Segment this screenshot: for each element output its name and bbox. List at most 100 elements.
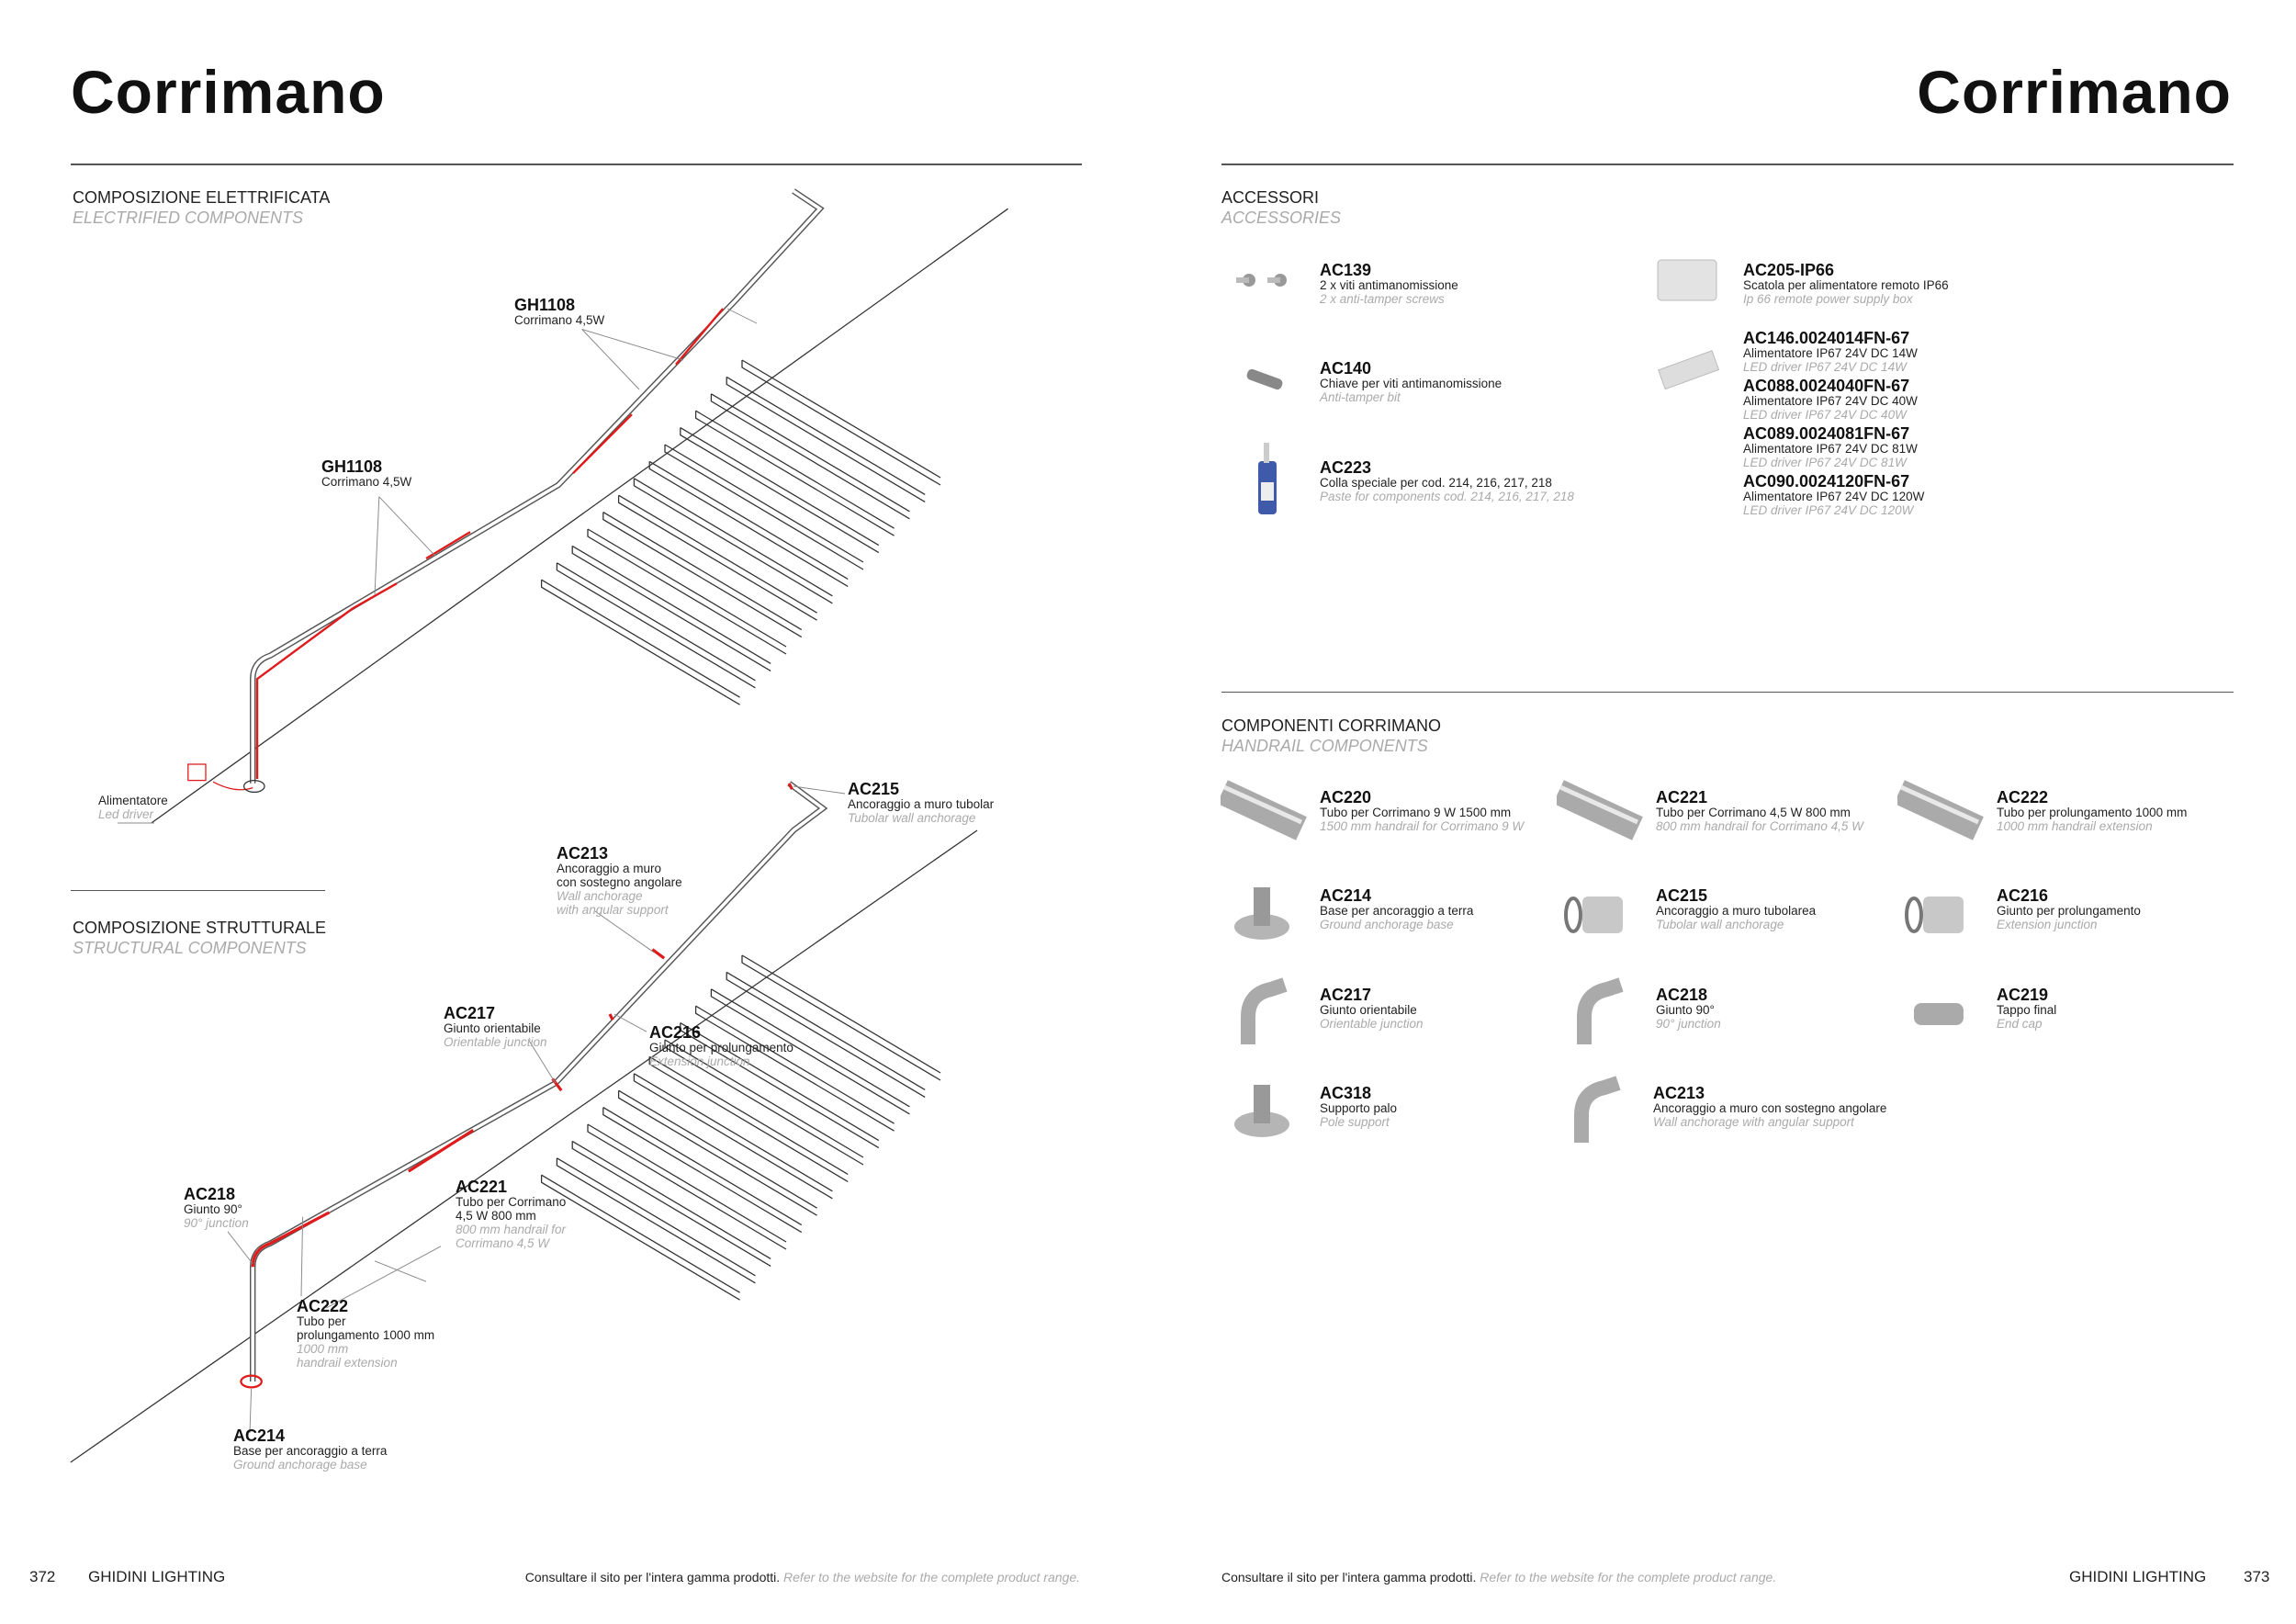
product-code: AC215 [1656,886,1708,905]
footer-note-right: Consultare il sito per l'intera gamma pr… [1221,1570,1776,1585]
stair-step [540,580,740,705]
product-desc: Giunto 90° [1656,1003,1715,1017]
product-code: AC222 [1997,788,2049,806]
product-desc: Ancoraggio a muro tubolarea [1656,904,1817,918]
label-desc: con sostegno angolare [557,875,682,889]
product-desc: Tubo per Corrimano 9 W 1500 mm [1320,806,1512,819]
product-code: AC139 [1320,261,1372,279]
label-code: AC216 [649,1023,702,1042]
page-number-right: 373 [2244,1568,2270,1585]
stair-step [540,1175,740,1301]
label-desc-en: 90° junction [184,1216,249,1230]
label-code: GH1108 [514,296,576,314]
product-desc-en: Extension junction [1997,918,2098,931]
stair-step [633,478,833,604]
stair-step [556,1157,756,1284]
product-code: AC140 [1320,359,1372,378]
heading-it: COMPOSIZIONE ELETTRIFICATA [73,188,331,207]
label-desc: prolungamento 1000 mm [297,1328,435,1342]
stair-tread [602,1107,803,1226]
floor-base-structural [240,1374,263,1389]
stair-step [680,1022,880,1149]
stairs-structural [540,954,941,1301]
product-desc-en: 1000 mm handrail extension [1997,819,2153,833]
product-desc: Alimentatore IP67 24V DC 40W [1743,394,1918,408]
product-desc: Alimentatore IP67 24V DC 81W [1743,442,1918,456]
product-desc: Tubo per prolungamento 1000 mm [1997,806,2188,819]
product-code: AC223 [1320,458,1372,477]
stair-tread [618,1089,817,1209]
floor-base [242,779,265,794]
label-desc-en: 800 mm handrail for [456,1223,567,1236]
stair-step [633,1073,833,1200]
electrified-heading: COMPOSIZIONE ELETTRIFICATA ELECTRIFIED C… [73,187,330,228]
stair-tread [680,427,880,547]
label-desc: Giunto orientabile [444,1021,541,1035]
stair-tread [741,359,941,479]
components-heading: COMPONENTI CORRIMANO HANDRAIL COMPONENTS [1221,716,1441,756]
label-desc: Tubo per Corrimano [456,1195,567,1209]
product-desc-en: 1500 mm handrail for Corrimano 9 W [1320,819,1525,833]
note-it: Consultare il sito per l'intera gamma pr… [524,1570,781,1585]
product-code: AC217 [1320,986,1372,1004]
label-desc-en: Ground anchorage base [233,1458,367,1472]
stair-tread [664,1039,864,1158]
handrail-electrified-inner [251,189,823,784]
product-code: AC216 [1997,886,2049,905]
label-desc-en: Extension junction [649,1054,750,1068]
component-item-ac217: AC217 Giunto orientabile Orientable junc… [1320,987,1424,1031]
note-en: Refer to the website for the complete pr… [783,1570,1080,1585]
tube-product-image [1217,778,1307,851]
bend-product-image [1557,976,1639,1049]
stair-tread [648,1055,849,1175]
label-code: AC213 [557,844,609,863]
label-desc-en: Wall anchorage [557,889,643,903]
footer-note-left: Consultare il sito per l'intera gamma pr… [525,1570,1080,1585]
stairs-electrified [540,359,941,705]
component-item-ac220: AC220 Tubo per Corrimano 9 W 1500 mm 150… [1320,789,1524,833]
label-code: AC215 [848,780,900,798]
screw-product-image [1223,243,1306,317]
stair-tread [587,1123,787,1243]
label-desc: 4,5 W 800 mm [456,1209,536,1223]
stair-tread [571,1140,771,1259]
stair-step [602,512,803,638]
product-code: AC218 [1656,986,1708,1004]
accessory-item-ac223: AC223 Colla speciale per cod. 214, 216, … [1320,459,1574,503]
bit-product-image [1223,342,1306,415]
label-code: AC221 [456,1178,508,1196]
label-desc: Giunto 90° [184,1202,242,1216]
divider [71,164,1082,165]
product-desc-en: Paste for components cod. 214, 216, 217,… [1320,490,1574,503]
ring-product-image [1897,876,1980,950]
product-code: AC213 [1653,1084,1705,1102]
product-desc: Base per ancoraggio a terra [1320,904,1474,918]
stair-tread [571,545,771,664]
product-desc: Tubo per Corrimano 4,5 W 800 mm [1656,806,1851,819]
stair-step [571,546,771,671]
stair-step [694,411,895,536]
tube-product-image [1553,778,1643,851]
stair-step [726,377,926,502]
heading-en: ELECTRIFIED COMPONENTS [73,209,304,227]
component-item-ac219: AC219 Tappo final End cap [1997,987,2056,1031]
stair-tread [557,562,756,682]
label-desc: Ancoraggio a muro tubolar [848,797,995,811]
component-item-ac318: AC318 Supporto palo Pole support [1320,1085,1397,1129]
product-code: AC205-IP66 [1743,261,1835,279]
stair-step [587,1124,787,1250]
product-desc-en: Tubolar wall anchorage [1656,918,1784,931]
leader-lines [118,308,758,824]
stair-step [571,1141,771,1267]
note-en: Refer to the website for the complete pr… [1480,1570,1777,1585]
heading-en: HANDRAIL COMPONENTS [1221,737,1428,755]
product-code: AC088.0024040FN-67 [1743,377,1910,395]
led-strip [255,308,725,779]
bottle-product-image [1223,441,1306,514]
